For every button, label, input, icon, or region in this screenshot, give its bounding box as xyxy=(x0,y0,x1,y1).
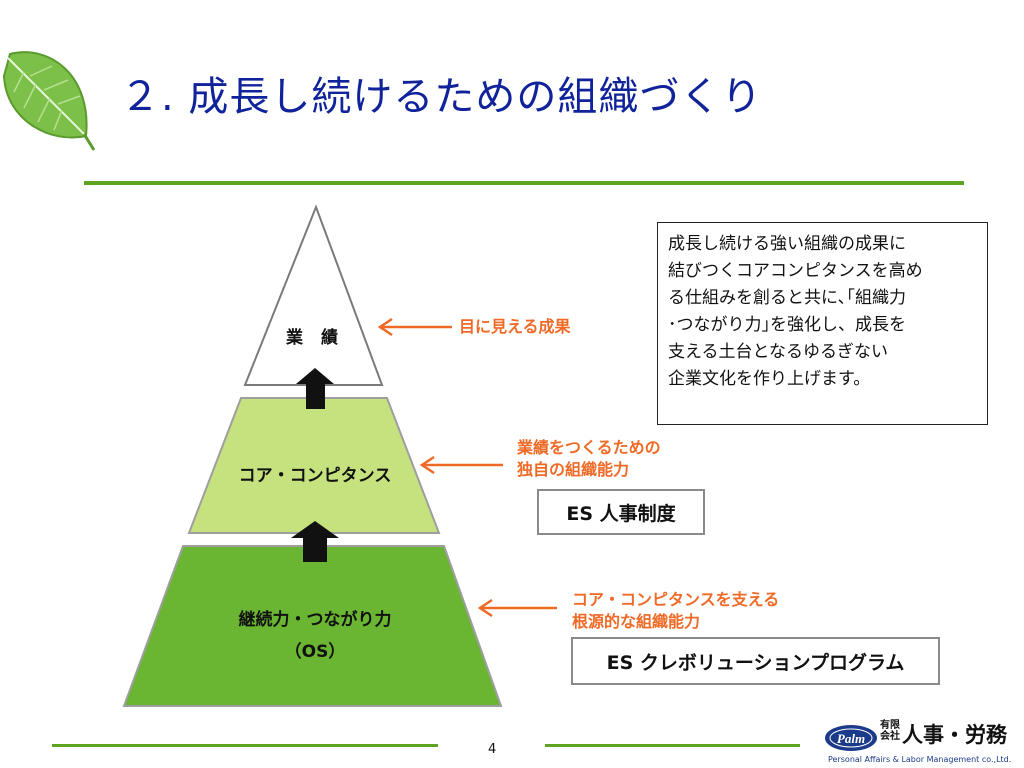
up-arrow-lower xyxy=(291,521,339,562)
palm-logo-text: Palm xyxy=(837,731,865,746)
annotation-middle-line2: 独自の組織能力 xyxy=(517,460,630,479)
pyramid-bottom-label: 継続力・つながり力 （OS） xyxy=(190,604,440,668)
es-hr-system-box: ES 人事制度 xyxy=(537,489,705,535)
pyramid-bottom-label-line2: （OS） xyxy=(284,642,346,662)
annotation-bottom-line2: 根源的な組織能力 xyxy=(572,612,701,631)
pyramid-middle-layer xyxy=(187,397,441,534)
description-line: る仕組みを創ると共に､｢組織力 xyxy=(668,288,906,308)
pyramid-bottom-layer xyxy=(122,545,503,707)
description-box: 成長し続ける強い組織の成果に 結びつくコアコンピタンスを高め る仕組みを創ると共… xyxy=(657,222,988,425)
pyramid-bottom-label-line1: 継続力・つながり力 xyxy=(238,610,392,630)
logo-company-type-line2: 会社 xyxy=(880,731,900,742)
footer-divider-left xyxy=(52,744,438,747)
description-line: 企業文化を作り上げます。 xyxy=(668,369,871,389)
es-revolution-program-box: ES クレボリューションプログラム xyxy=(571,637,940,685)
logo-name: 人事・労務 xyxy=(902,723,1007,747)
annotation-arrow-top xyxy=(377,317,452,337)
description-line: 結びつくコアコンピタンスを高め xyxy=(668,261,923,281)
annotation-middle-line1: 業績をつくるための xyxy=(517,438,661,457)
annotation-bottom-line1: コア・コンピタンスを支える xyxy=(572,590,780,609)
pyramid-top-layer xyxy=(243,204,384,386)
annotation-bottom: コア・コンピタンスを支える 根源的な組織能力 xyxy=(572,589,779,633)
description-line: ･つながり力｣を強化し、成長を xyxy=(668,315,906,335)
slide-title: ２. 成長し続けるための組織づくり xyxy=(120,74,763,120)
annotation-top: 目に見える成果 xyxy=(459,317,571,336)
pyramid-top-label: 業 績 xyxy=(286,328,344,348)
annotation-middle: 業績をつくるための 独自の組織能力 xyxy=(517,437,661,481)
palm-logo-icon: Palm xyxy=(825,725,877,751)
logo-company-type: 有限 会社 xyxy=(880,720,900,742)
description-line: 成長し続ける強い組織の成果に xyxy=(668,234,906,254)
title-divider xyxy=(84,181,964,185)
page-number: 4 xyxy=(488,742,497,757)
pyramid-middle-label: コア・コンピタンス xyxy=(238,466,392,486)
footer-divider-right xyxy=(545,744,800,747)
description-line: 支える土台となるゆるぎない xyxy=(668,342,888,362)
annotation-arrow-bottom xyxy=(477,598,557,618)
leaf-icon xyxy=(2,51,96,151)
company-logo: Palm 有限 会社 人事・労務 Personal Affairs & Labo… xyxy=(824,718,1020,768)
logo-company-type-line1: 有限 xyxy=(880,720,900,731)
up-arrow-upper xyxy=(296,368,334,409)
annotation-arrow-middle xyxy=(419,455,503,475)
logo-subtitle: Personal Affairs & Labor Management co.,… xyxy=(828,755,1012,764)
